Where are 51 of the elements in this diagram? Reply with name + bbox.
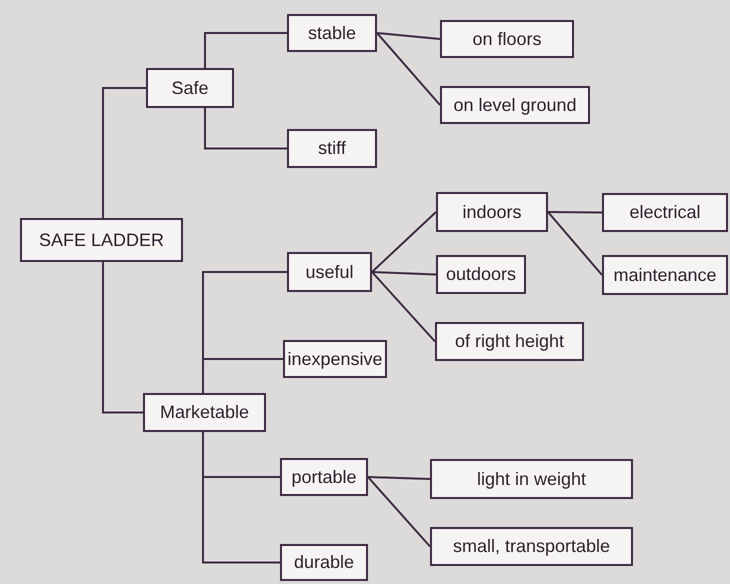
connector-line — [204, 108, 287, 150]
tree-node-box — [287, 252, 372, 292]
node-label: on level ground — [453, 94, 577, 116]
node-label: portable — [291, 466, 357, 488]
node-label: useful — [305, 262, 354, 282]
node-label: stable — [308, 22, 356, 44]
node-label: small, transportable — [452, 536, 610, 557]
connector-line — [548, 211, 602, 214]
connector-line — [372, 271, 436, 276]
connector-line — [204, 32, 287, 68]
node-label: Safe — [171, 78, 209, 98]
connector-line — [202, 358, 283, 393]
tree-node-box — [287, 14, 377, 52]
connector-line — [547, 211, 603, 276]
connector-line — [371, 211, 437, 273]
tree-node-box — [435, 322, 584, 361]
connector-line — [202, 432, 280, 564]
node-label: outdoors — [446, 264, 516, 285]
tree-node-box — [280, 544, 368, 581]
connector-line — [371, 271, 436, 342]
tree-node-box — [283, 340, 387, 378]
connector-line — [102, 262, 143, 414]
connector-line — [367, 476, 431, 548]
tree-node-box — [143, 393, 266, 432]
tree-node-box — [280, 458, 368, 496]
connector-line — [102, 87, 146, 218]
connector-line — [368, 476, 430, 480]
tree-node-box — [430, 527, 633, 566]
node-label: indoors — [462, 202, 522, 222]
tree-node-box — [436, 192, 548, 232]
node-label: inexpensive — [287, 348, 383, 370]
node-label: maintenance — [613, 264, 717, 286]
connector-line — [376, 32, 441, 106]
tree-node-box — [430, 459, 633, 499]
node-label: Marketable — [160, 402, 250, 423]
node-label: on floors — [472, 28, 542, 50]
tree-node-box — [602, 255, 728, 295]
tree-node-box — [602, 193, 728, 232]
node-label: SAFE LADDER — [38, 230, 164, 250]
connector-line — [376, 32, 440, 40]
tree-node-box — [436, 255, 526, 294]
node-label: stiff — [318, 138, 346, 159]
tree-node-box — [146, 68, 234, 108]
tree-node-box — [440, 20, 574, 58]
node-label: of right height — [454, 331, 564, 352]
tree-node-box — [440, 86, 590, 124]
node-label: electrical — [629, 202, 701, 223]
node-label: durable — [294, 552, 354, 573]
tree-node-box — [287, 129, 377, 168]
tree-node-box — [20, 218, 183, 262]
node-label: light in weight — [476, 468, 586, 490]
